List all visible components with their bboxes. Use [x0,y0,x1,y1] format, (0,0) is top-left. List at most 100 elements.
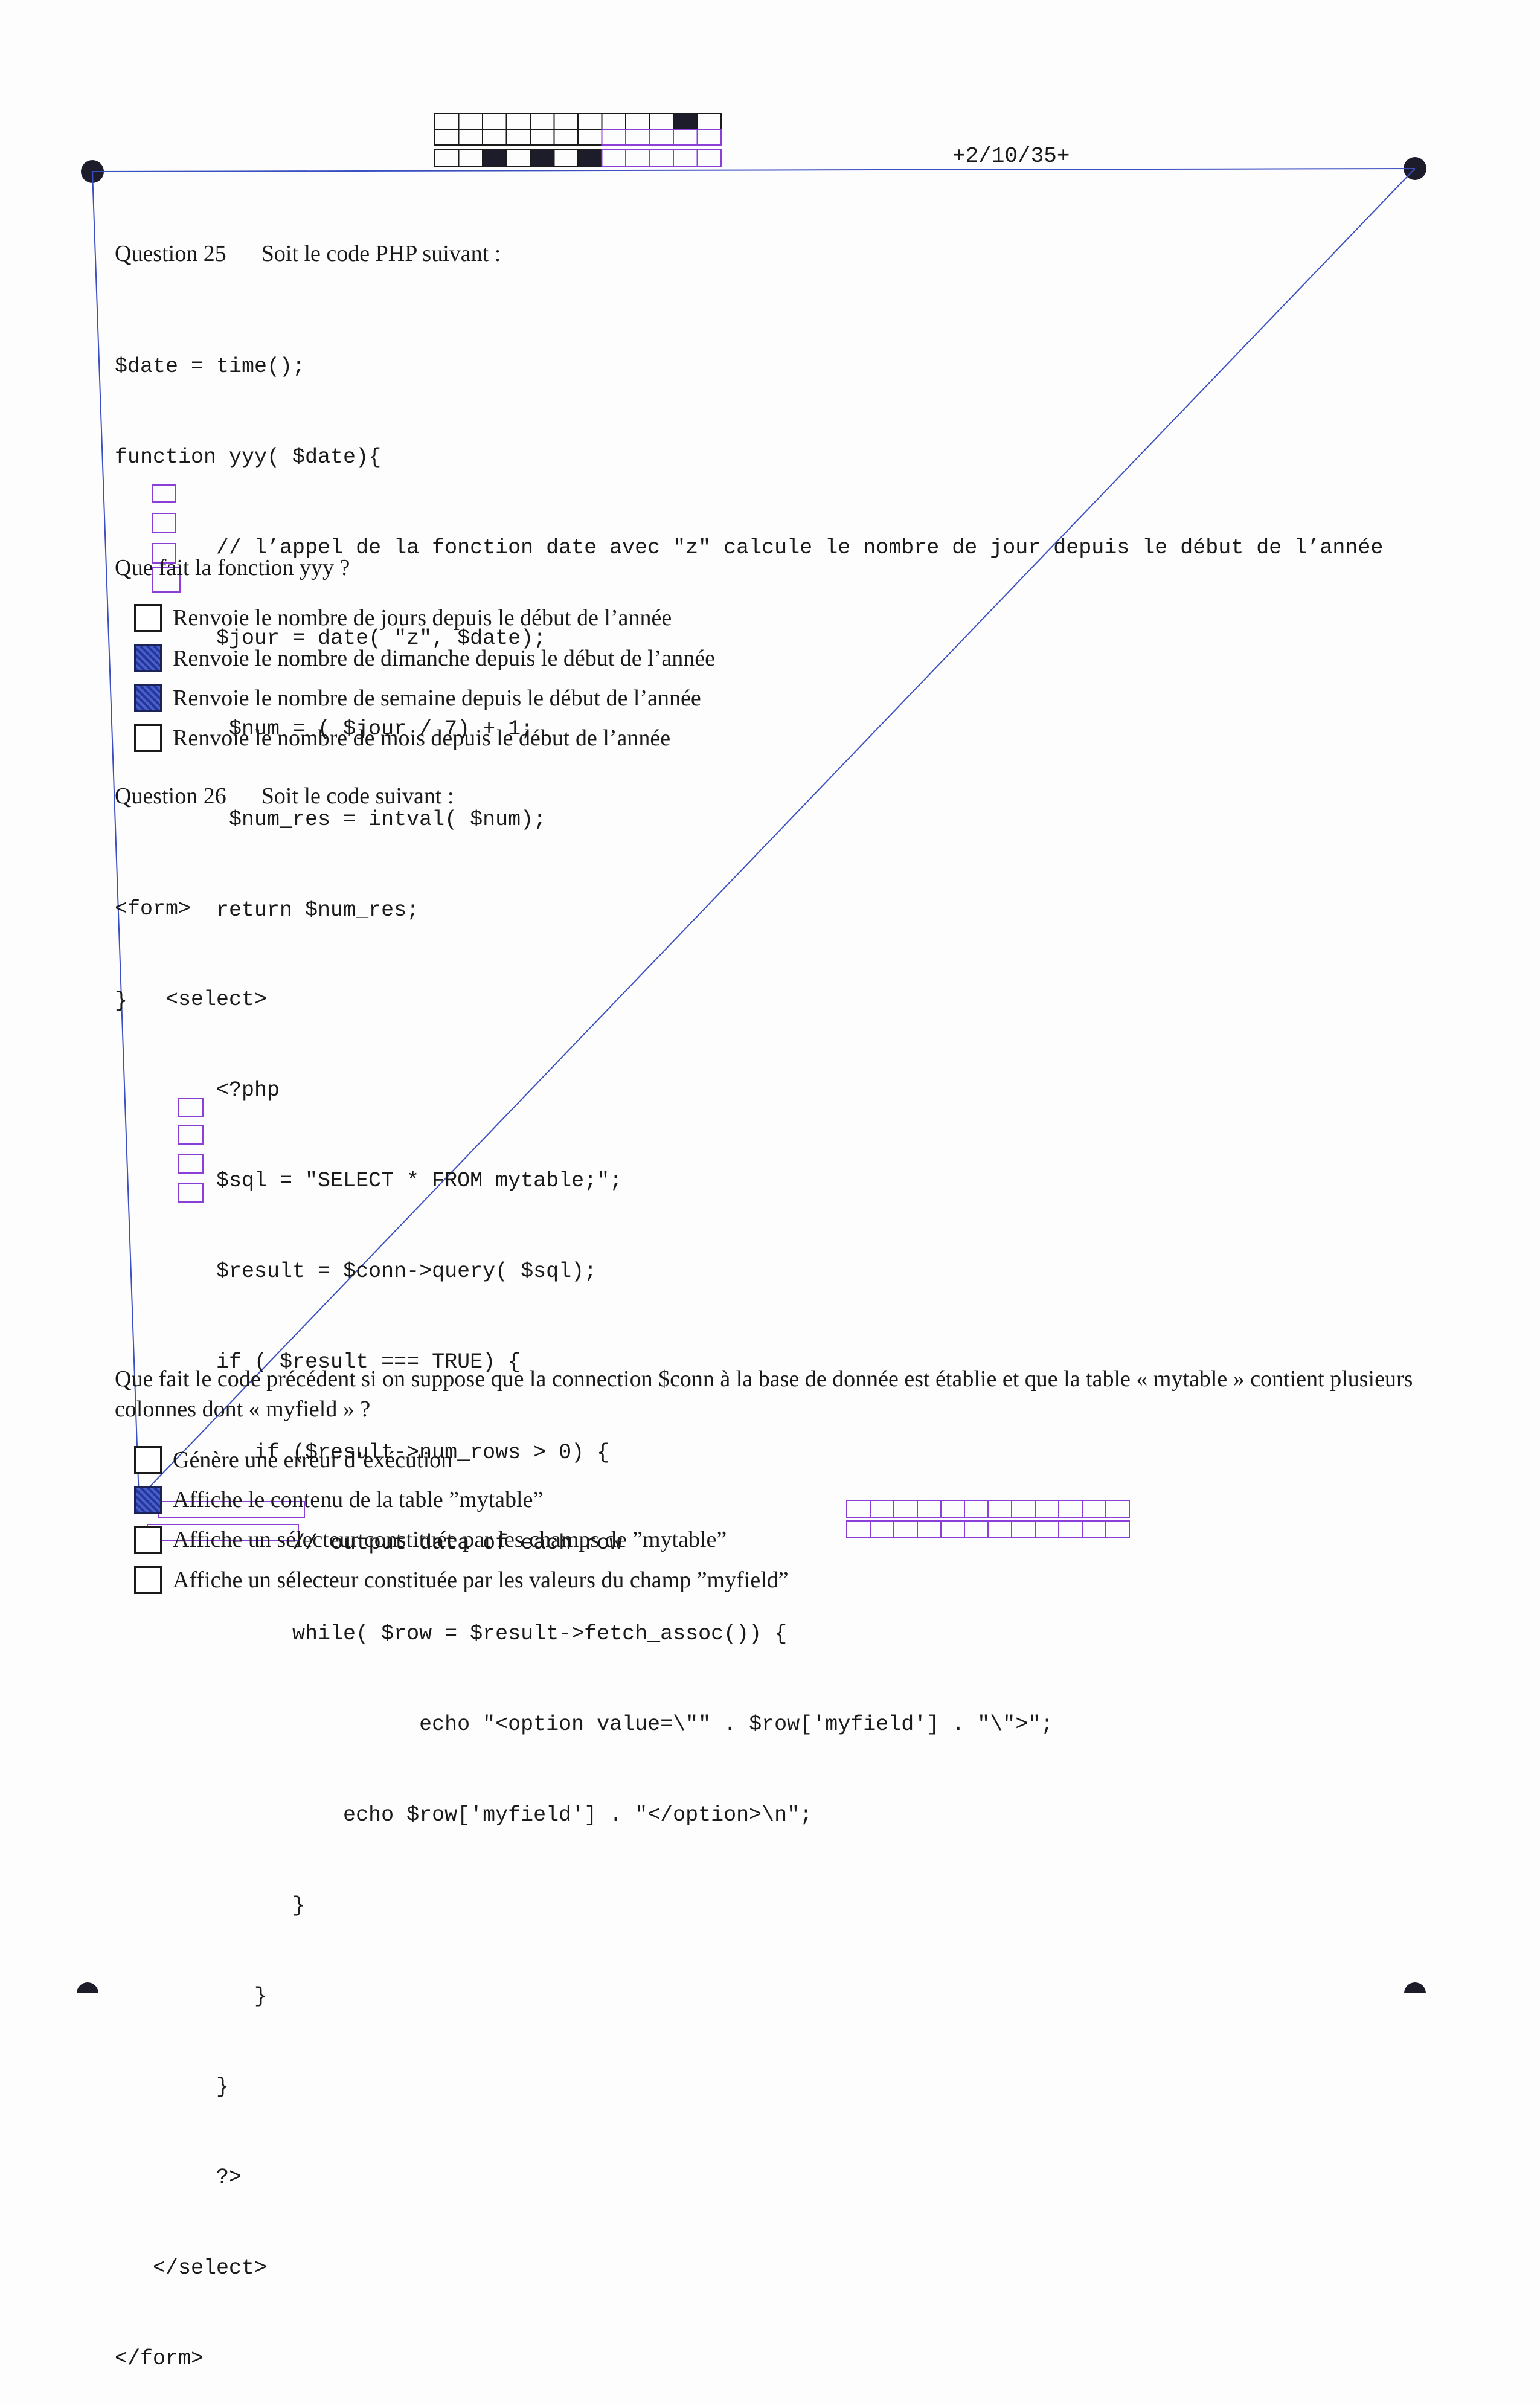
grid-cell [577,149,603,167]
grid-cell [601,149,626,167]
code-line: echo "<option value=\"" . $row['myfield'… [115,1712,1054,1737]
code-line: if ( $result === TRUE) { [115,1350,521,1374]
checkbox[interactable] [134,724,162,752]
grid-cell [553,149,579,167]
q25-answer-4[interactable]: Renvoie le nombre de mois depuis le débu… [134,723,670,753]
q26-answer-2[interactable]: Affiche le contenu de la table ”mytable” [134,1485,543,1515]
code-cell [1058,1500,1083,1518]
grid-cell [530,149,555,167]
answer-text: Affiche un sélecteur constituée par les … [173,1527,727,1552]
q26-answer-4[interactable]: Affiche un sélecteur constituée par les … [134,1565,789,1595]
grid-cell [553,129,579,146]
question-intro: Soit le code suivant : [261,783,454,809]
code-line: $num_res = intval( $num); [115,808,547,832]
checkbox[interactable] [134,604,162,632]
grid-cell [625,113,650,130]
code-line: } [115,1984,268,2008]
grid-cell [673,113,698,130]
code-line: // output data of each row [115,1531,623,1555]
grid-cell [458,129,483,146]
corner-mark-top-left [81,160,104,183]
grid-cell [434,129,460,146]
code-line: if ($result->num_rows > 0) { [115,1441,610,1465]
grid-cell [577,113,603,130]
checkbox-checked[interactable] [134,1486,162,1514]
checkbox[interactable] [134,1566,162,1594]
grid-cell [649,113,674,130]
grid-cell [601,129,626,146]
code-line: <select> [115,988,268,1012]
page-id-code: +2/10/35+ [952,144,1070,169]
answer-text: Renvoie le nombre de mois depuis le débu… [173,725,671,751]
question-label: Question 25 [115,241,226,266]
code-line: } [115,1894,306,1918]
answer-text: Renvoie le nombre de semaine depuis le d… [173,686,701,711]
grid-cell [530,113,555,130]
question-26-header: Question 26 Soit le code suivant : [115,783,454,809]
q26-answer-3[interactable]: Affiche un sélecteur constituée par les … [134,1525,727,1555]
answer-text: Génère une erreur d’exécution [173,1447,453,1473]
grid-cell [458,113,483,130]
code-cell [1082,1500,1106,1518]
grid-cell [696,149,722,167]
q26-answer-1[interactable]: Génère une erreur d’exécution [134,1445,452,1475]
code-line: echo $row['myfield'] . "</option>\n"; [115,1803,813,1827]
grid-cell [553,113,579,130]
grid-cell [649,129,674,146]
answer-text: Affiche le contenu de la table ”mytable” [173,1487,544,1512]
checkbox-checked[interactable] [134,644,162,672]
checkbox-checked[interactable] [134,684,162,712]
grid-cell [505,113,531,130]
code-line: // l’appel de la fonction date avec "z" … [115,536,1384,560]
q26-code-block: <form> <select> <?php $sql = "SELECT * F… [115,834,1053,2404]
q25-answer-1[interactable]: Renvoie le nombre de jours depuis le déb… [134,603,672,633]
answer-text: Renvoie le nombre de dimanche depuis le … [173,646,715,671]
code-line: } [115,989,128,1013]
code-line: ?> [115,2165,242,2190]
top-code-grid [434,113,722,167]
grid-cell [696,113,722,130]
q25-prompt: Que fait la fonction yyy ? [115,555,350,580]
q25-answer-2[interactable]: Renvoie le nombre de dimanche depuis le … [134,643,715,673]
grid-cell [601,113,626,130]
code-line: $sql = "SELECT * FROM mytable;"; [115,1169,623,1193]
checkbox[interactable] [134,1446,162,1474]
grid-cell [673,149,698,167]
code-line: </select> [115,2256,268,2280]
q25-code-block: $date = time(); function yyy( $date){ //… [115,291,1383,1046]
code-cell [1082,1520,1106,1538]
code-line: $result = $conn->query( $sql); [115,1259,597,1284]
q25-answer-3[interactable]: Renvoie le nombre de semaine depuis le d… [134,683,701,713]
grid-cell [530,129,555,146]
grid-cell [434,113,460,130]
q26-prompt: Que fait le code précédent si on suppose… [115,1366,1413,1422]
grid-cell [482,129,507,146]
code-line: <?php [115,1078,280,1102]
checkbox[interactable] [134,1526,162,1554]
code-cell [1105,1500,1130,1518]
code-line: while( $row = $result->fetch_assoc()) { [115,1622,788,1646]
grid-cell [649,149,674,167]
grid-cell [434,149,460,167]
corner-mark-bottom-left [77,1982,98,1993]
answer-text: Renvoie le nombre de jours depuis le déb… [173,605,672,631]
corner-mark-bottom-right [1404,1982,1426,1993]
answer-text: Affiche un sélecteur constituée par les … [173,1567,789,1593]
question-label: Question 26 [115,783,226,809]
grid-cell [482,149,507,167]
code-line: return $num_res; [115,898,420,922]
grid-cell [625,149,650,167]
corner-mark-top-right [1404,157,1426,180]
code-line: $jour = date( "z", $date); [115,626,547,651]
grid-cell [625,129,650,146]
code-line: function yyy( $date){ [115,445,382,469]
code-line: </form> [115,2347,204,2371]
grid-cell [458,149,483,167]
code-line: } [115,2075,229,2099]
grid-cell [696,129,722,146]
code-line: <form> [115,897,191,921]
code-line: $num = ( $jour / 7) + 1; [115,717,534,741]
grid-cell [505,149,531,167]
code-line: $date = time(); [115,355,306,379]
